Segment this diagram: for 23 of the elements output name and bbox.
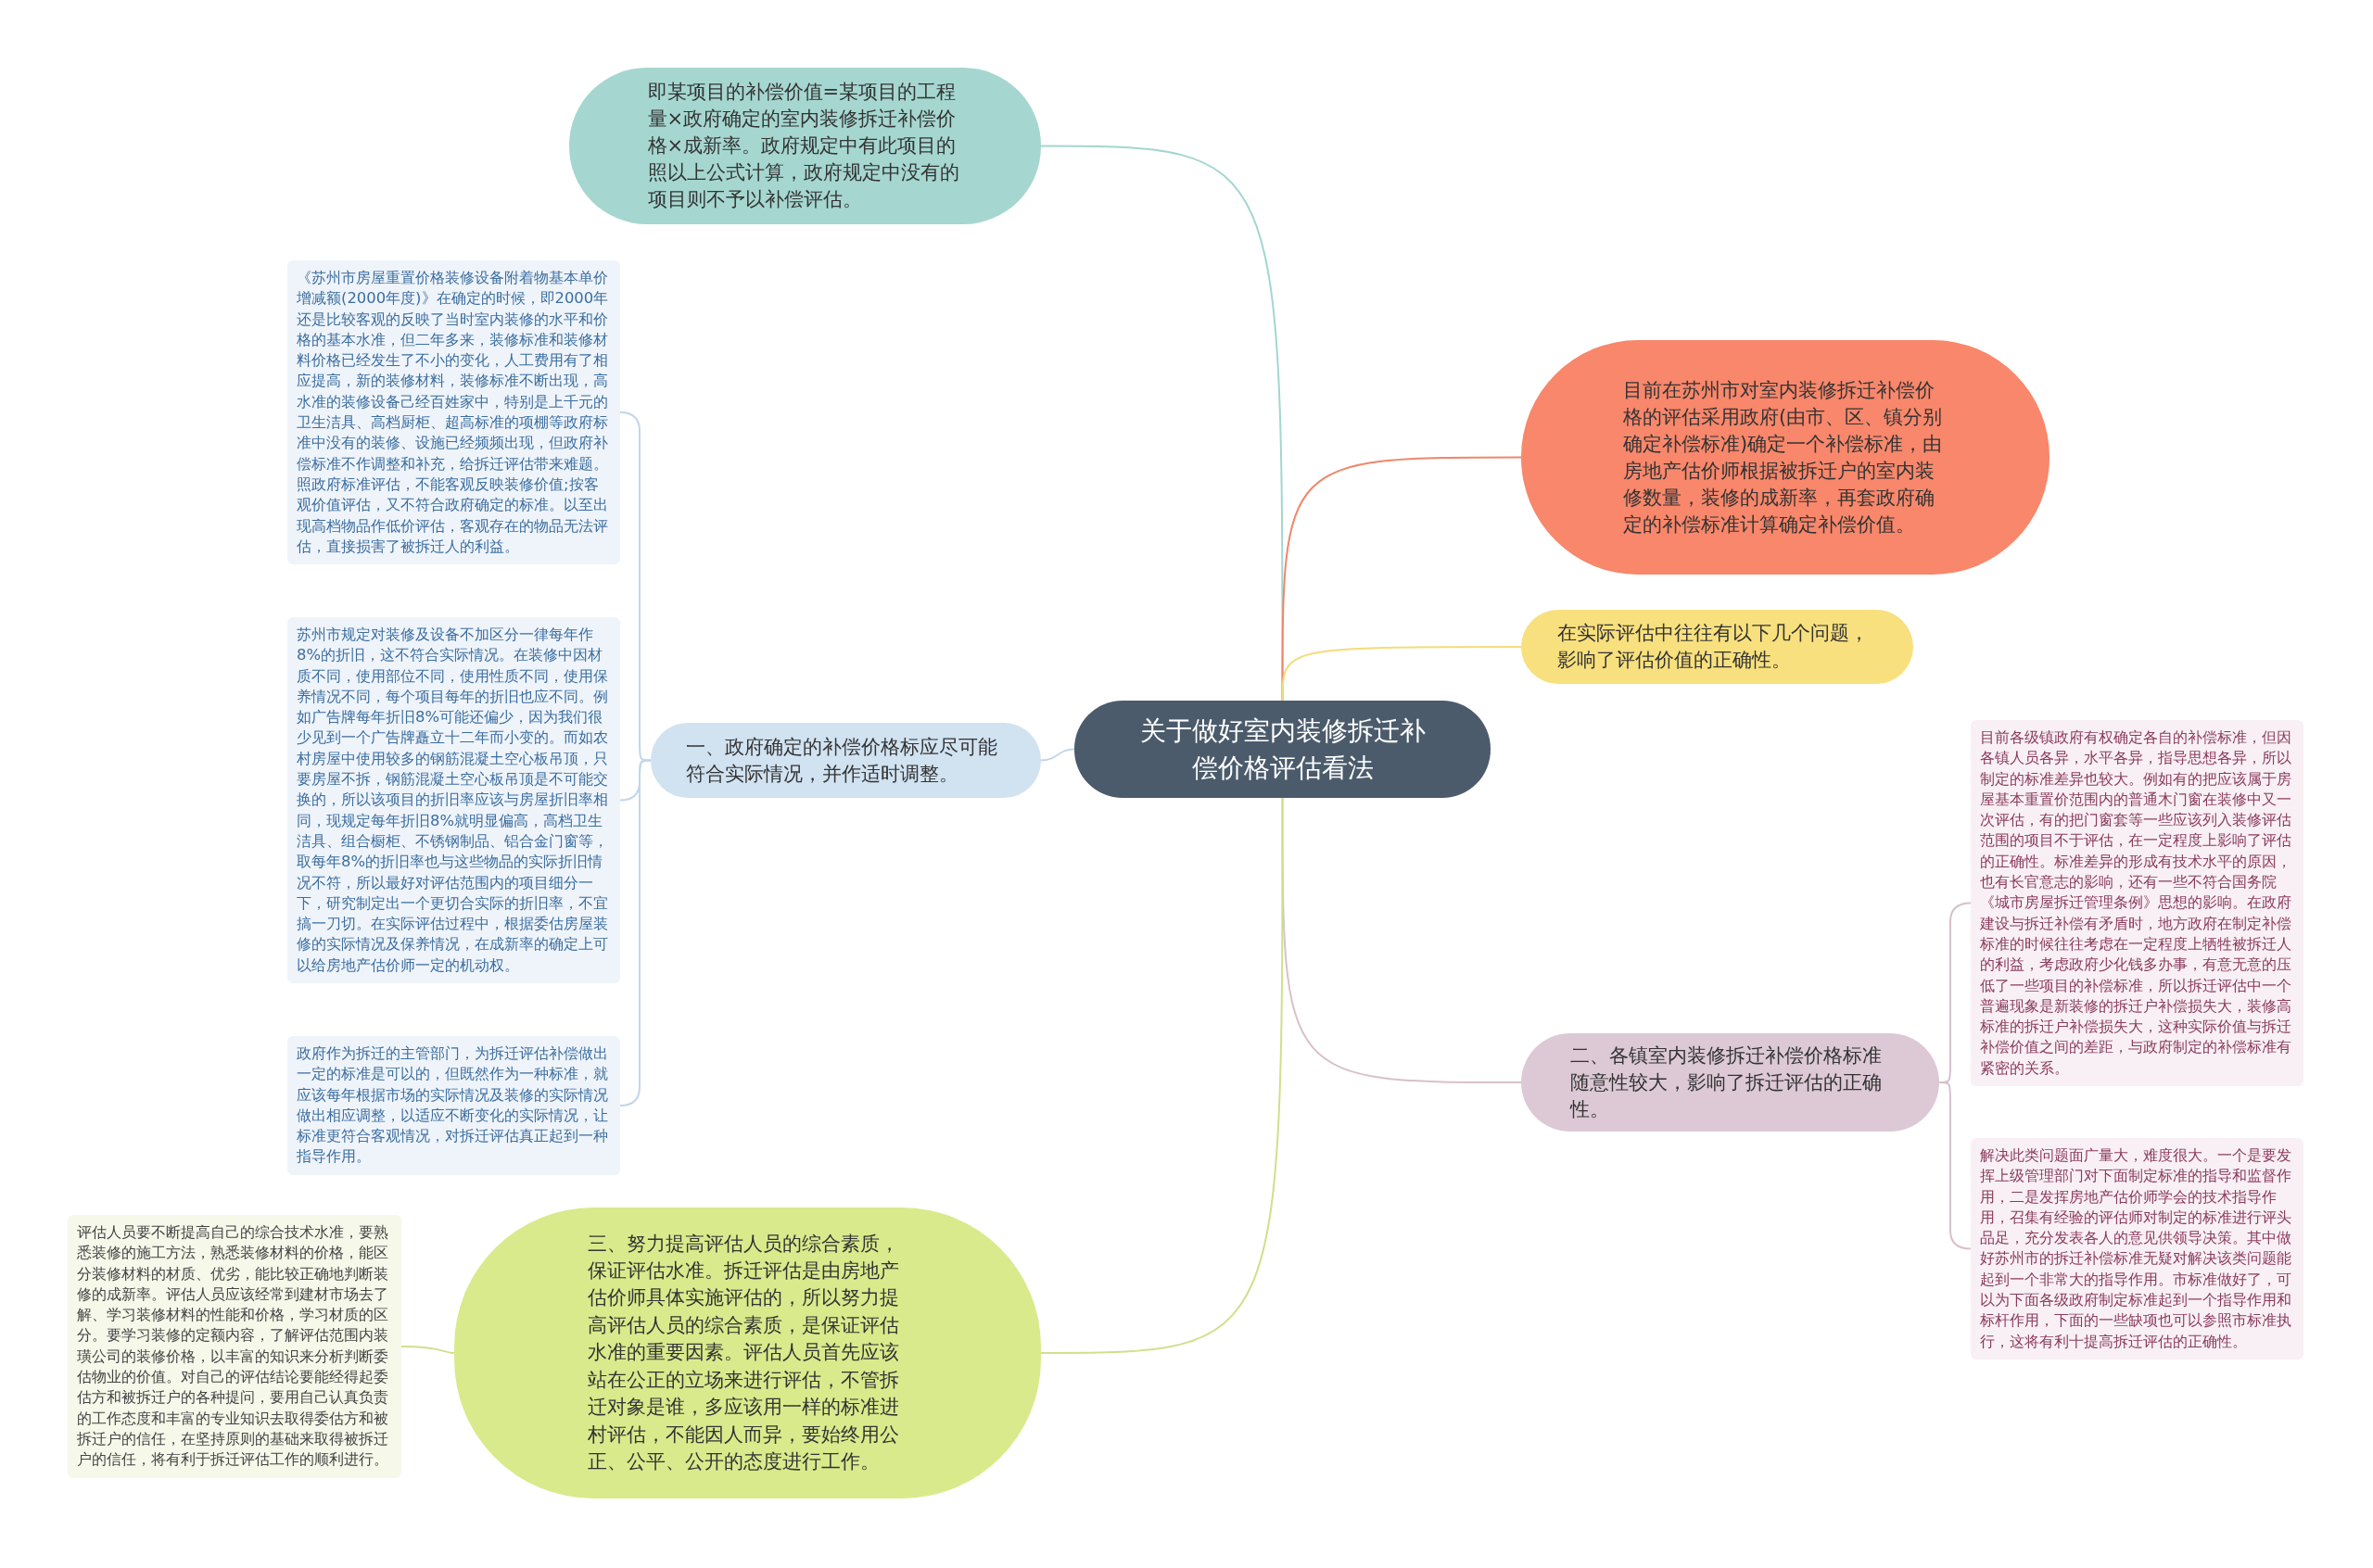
central-topic: 关于做好室内装修拆迁补偿价格评估看法 bbox=[1074, 701, 1491, 798]
connector-line bbox=[1281, 797, 1522, 1083]
topic-bubble: 三、努力提高评估人员的综合素质，保证评估水准。拆迁评估是由房地产估价师具体实施评估的，所以努力提高评估人员的综合素质，是保证评估水准的重要因素。评估人员首先应该站在公正的立场来进行评估，不管拆迁对象是谁，多应该用一样的标准进村评估，不能因人而异，要始终用公正、公平、公开的态度进行工作。 bbox=[454, 1208, 1041, 1498]
note-card: 评估人员要不断提高自己的综合技术水准，要熟悉装修的施工方法，熟悉装修材料的价格，能区分装修材料的材质、优劣，能比较正确地判断装修的成新率。评估人员应该经常到建材市场去了解、学习装修材料的性能和价格，学习材质的区分。要学习装修的定额内容，了解评估范围内装璜公司的装修价格，以丰富的知识来分析判断委估物业的价值。对自己的评估结论要能经得起委估方和被拆迁户的各种提问，要用自己认真负责的工作态度和丰富的专业知识去取得委估方和被拆迁户的信任，在坚持原则的基础来取得被拆迁户的信任，将有利于拆迁评估工作的顺利进行。 bbox=[68, 1215, 401, 1478]
topic-bubble: 目前在苏州市对室内装修拆迁补偿价格的评估采用政府(由市、区、镇分别确定补偿标准)确定一个补偿标准，由房地产估价师根据被拆迁户的室内装修数量，装修的成新率，再套政府确定的补偿标准计算确定补偿价值。 bbox=[1521, 340, 2049, 575]
connector-line bbox=[1938, 1081, 1972, 1250]
connector-line bbox=[1281, 456, 1522, 702]
connector-line bbox=[619, 759, 652, 1106]
connector-line bbox=[619, 411, 652, 762]
topic-bubble: 在实际评估中往往有以下几个问题，影响了评估价值的正确性。 bbox=[1521, 610, 1913, 684]
note-card: 政府作为拆迁的主管部门，为拆迁评估补偿做出一定的标准是可以的，但既然作为一种标准，就应该每年根据市场的实际情况及装修的实际情况做出相应调整，以适应不断变化的实际情况，让标准更符合客观情况，对拆迁评估真正起到一种指导作用。 bbox=[287, 1036, 620, 1175]
connector-line bbox=[1040, 797, 1284, 1354]
connector-line bbox=[1040, 145, 1284, 702]
note-card: 目前各级镇政府有权确定各自的补偿标准，但因各镇人员各异，水平各异，指导思想各异，所以制定的标准差异也较大。例如有的把应该属于房屋基本重置价范围内的普通木门窗在装修中又一次评估，有的把门窗套等一些应该列入装修评估范围的项目不于评估，在一定程度上影响了评估的正确性。标准差异的形成有技术水平的原因，也有长官意志的影响，还有一些不符合国务院《城市房屋拆迁管理条例》思想的影响。在政府建设与拆迁补偿有矛盾时，地方政府在制定补偿标准的时候往往考虑在一定程度上牺牲被拆迁人的利益，考虑政府少化钱多办事，有意无意的压低了一些项目的补偿标准，所以拆迁评估中一个普遍现象是新装修的拆迁户补偿损失大，装修高标准的拆迁户补偿损失大，这种实际价值与拆迁补偿价值之间的差距，与政府制定的补偿标准有紧密的关系。 bbox=[1971, 720, 2303, 1087]
topic-bubble: 即某项目的补偿价值=某项目的工程量×政府确定的室内装修拆迁补偿价格×成新率。政府规定中有此项目的照以上公式计算，政府规定中没有的项目则不予以补偿评估。 bbox=[569, 68, 1041, 224]
note-card: 苏州市规定对装修及设备不加区分一律每年作8%的折旧，这不符合实际情况。在装修中因材质不同，使用部位不同，使用性质不同，使用保养情况不同，每个项目每年的折旧也应不同。例如广告牌每年折旧8%可能还偏少，因为我们很少见到一个广告牌矗立十二年而小变的。而如农村房屋中使用较多的钢筋混凝土空心板吊顶，只要房屋不拆，钢筋混凝土空心板吊顶是不可能交换的，所以该项目的折旧率应该与房屋折旧率相同，现规定每年折旧8%就明显偏高，高档卫生洁具、组合橱柜、不锈钢制品、铝合金门窗等，取每年8%的折旧率也与这些物品的实际折旧情况不符，所以最好对评估范围内的项目细分一下，研究制定出一个更切合实际的折旧率，不宜搞一刀切。在实际评估过程中，根据委估房屋装修的实际情况及保养情况，在成新率的确定上可以给房地产估价师一定的机动权。 bbox=[287, 617, 620, 984]
connector-line bbox=[400, 1346, 455, 1354]
note-card: 《苏州市房屋重置价格装修设备附着物基本单价增减额(2000年度)》在确定的时候，即2000年还是比较客观的反映了当时室内装修的水平和价格的基本水准，但二年多来，装修标准和装修材料价格已经发生了不小的变化，人工费用有了相应提高，新的装修材料，装修标准不断出现，高水准的装修设备己经百姓家中，特别是上千元的卫生洁具、高档厨柜、超高标准的项棚等政府标准中没有的装修、设施已经频频出现，但政府补偿标准不作调整和补充，给拆迁评估带来难题。照政府标准评估，不能客观反映装修价值;按客观价值评估，又不符合政府确定的标准。以至出现高档物品作低价评估，客观存在的物品无法评估，直接损害了被拆迁人的利益。 bbox=[287, 260, 620, 565]
note-card: 解决此类问题面广量大，难度很大。一个是要发挥上级管理部门对下面制定标准的指导和监督作用，二是发挥房地产估价师学会的技术指导作用，召集有经验的评估师对制定的标准进行评头品足，充分发表各人的意见供领导决策。其中做好苏州市的拆迁补偿标准无疑对解决该类问题能起到一个非常大的指导作用。市标准做好了，可以为下面各级政府制定标准起到一个指导作用和标杆作用，下面的一些缺项也可以参照市标准执行，这将有利十提高拆迁评估的正确性。 bbox=[1971, 1138, 2303, 1359]
topic-bubble: 二、各镇室内装修拆迁补偿价格标准随意性较大，影响了拆迁评估的正确性。 bbox=[1521, 1033, 1939, 1132]
topic-bubble: 一、政府确定的补偿价格标应尽可能符合实际情况，并作适时调整。 bbox=[651, 723, 1041, 798]
connector-line bbox=[1040, 748, 1075, 762]
connector-line bbox=[1281, 646, 1522, 702]
